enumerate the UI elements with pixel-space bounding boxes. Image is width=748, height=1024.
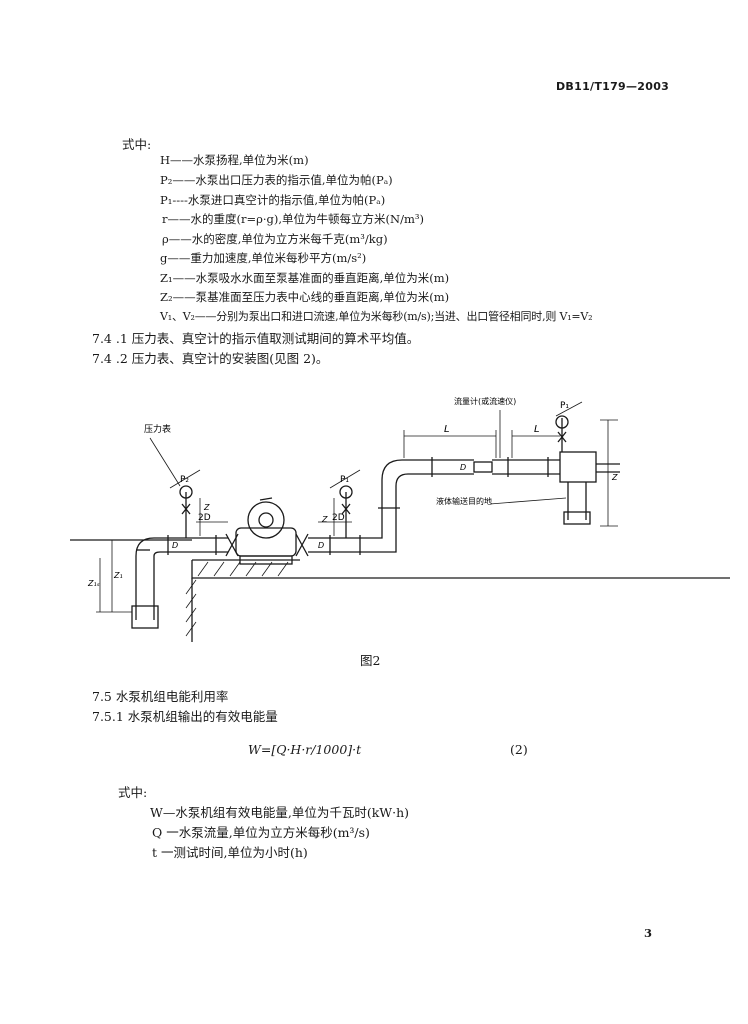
definition-item: Q 一水泵流量,单位为立方米每秒(m³/s) bbox=[152, 825, 370, 840]
definition-item: t 一测试时间,单位为小时(h) bbox=[152, 845, 308, 860]
definition-item: g——重力加速度,单位米每秒平方(m/s²) bbox=[160, 251, 367, 265]
clause-7-4-2: 7.4 .2 压力表、真空计的安装图(见图 2)。 bbox=[92, 351, 329, 366]
z1s-label: Z₁ₛ bbox=[87, 579, 100, 588]
installation-diagram: 压力表 流量计(或流速仪) 液体输送目的地 P₂ P₁ P₁ L L 2D 2D… bbox=[70, 396, 730, 642]
definition-item: W—水泵机组有效电能量,单位为千瓦时(kW·h) bbox=[150, 805, 410, 820]
z-mid-label: Z bbox=[321, 515, 328, 524]
document-code: DB11/T179—2003 bbox=[556, 80, 670, 93]
pressure-gauge-label: 压力表 bbox=[144, 423, 171, 435]
z-left-label: Z bbox=[203, 503, 210, 512]
destination-label: 液体输送目的地 bbox=[436, 496, 492, 506]
formula-number: (2) bbox=[510, 742, 528, 757]
dimension-2d-left-label: 2D bbox=[198, 513, 211, 523]
formula-2: W=[Q·H·r/1000]·t bbox=[248, 742, 362, 757]
section-7-5-title: 7.5 水泵机组电能利用率 bbox=[92, 689, 229, 704]
gauge-p1-label: P₁ bbox=[340, 475, 349, 485]
diameter-label: D bbox=[172, 541, 178, 550]
definition-item: V₁、V₂——分别为泵出口和进口流速,单位为米每秒(m/s);当进、出口管径相同… bbox=[160, 310, 593, 323]
diameter-label: D bbox=[460, 463, 466, 472]
gauge-p2-label: P₂ bbox=[180, 475, 189, 485]
definition-item: ρ——水的密度,单位为立方米每千克(m³/kg) bbox=[162, 232, 388, 246]
z1-label: Z₁ bbox=[113, 571, 123, 580]
definition-item: H——水泵扬程,单位为米(m) bbox=[160, 153, 309, 167]
definitions-intro: 式中: bbox=[122, 137, 152, 152]
page-number: 3 bbox=[644, 926, 653, 940]
definition-item: P₂——水泵出口压力表的指示值,单位为帕(Pₐ) bbox=[160, 173, 393, 187]
definition-item: Z₁——水泵吸水水面至泵基准面的垂直距离,单位为米(m) bbox=[160, 271, 450, 285]
subsection-7-5-1: 7.5.1 水泵机组输出的有效电能量 bbox=[92, 709, 278, 724]
figure-caption: 图2 bbox=[360, 653, 381, 668]
gauge-p1-right-label: P₁ bbox=[560, 401, 569, 411]
clause-7-4-1: 7.4 .1 压力表、真空计的指示值取测试期间的算术平均值。 bbox=[92, 331, 420, 346]
diameter-label: D bbox=[318, 541, 324, 550]
definition-item: P₁----水泵进口真空计的指示值,单位为帕(Pₐ) bbox=[160, 193, 386, 207]
dimension-l-label: L bbox=[444, 424, 450, 435]
dimension-l2-label: L bbox=[534, 424, 540, 435]
dimension-2d-right-label: 2D bbox=[332, 513, 345, 523]
definition-item: Z₂——泵基准面至压力表中心线的垂直距离,单位为米(m) bbox=[160, 290, 450, 304]
definitions-intro-2: 式中: bbox=[118, 785, 148, 800]
z-right-label: Z bbox=[611, 473, 618, 482]
flowmeter-label: 流量计(或流速仪) bbox=[454, 396, 516, 406]
definition-item: r——水的重度(r=ρ·g),单位为牛顿每立方米(N/m³) bbox=[162, 212, 424, 226]
